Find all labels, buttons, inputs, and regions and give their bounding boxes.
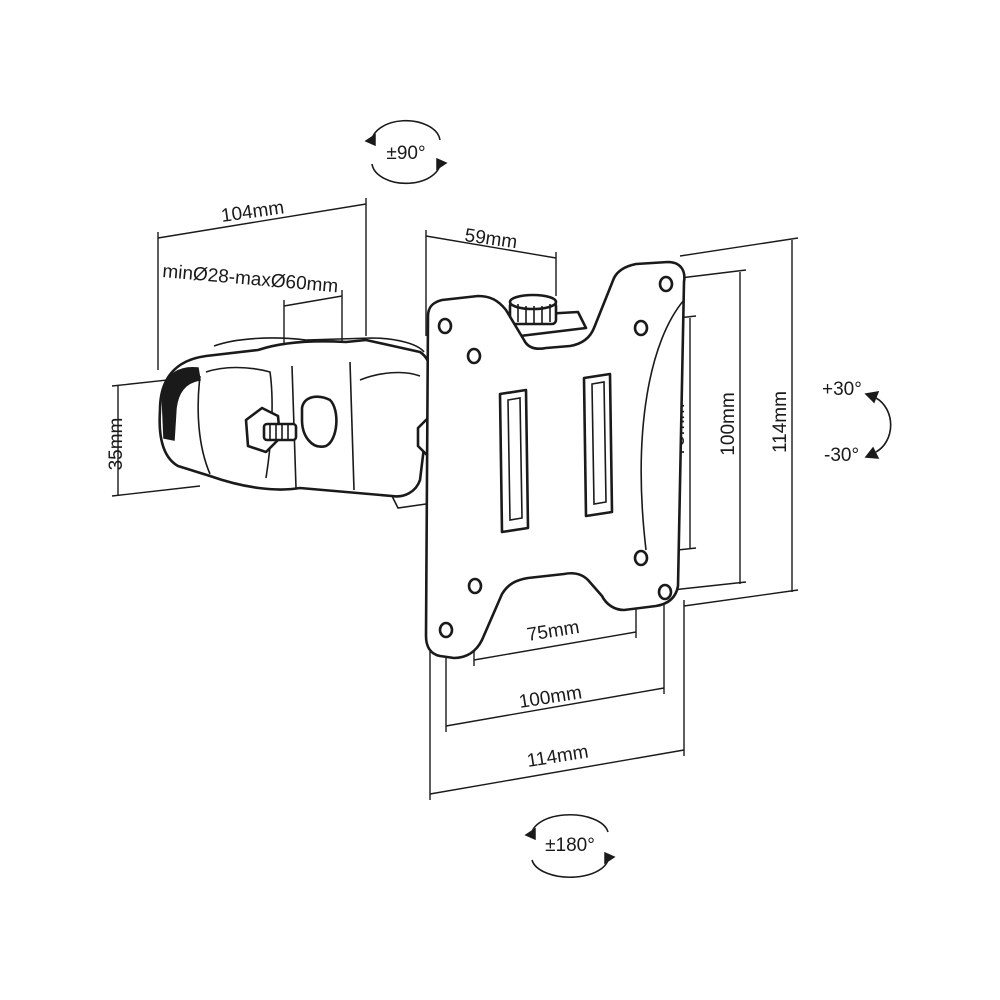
dimension-vesa-height-114: 114mm: [679, 237, 799, 607]
vesa-holes: [437, 275, 674, 639]
rotation-top-badge: ±90°: [364, 119, 448, 185]
clamp-range-label: minØ28-maxØ60mm: [162, 261, 339, 297]
pole-clamp: [158, 337, 464, 509]
vesa-height-100-label: 100mm: [718, 392, 739, 455]
arm-length-label: 104mm: [220, 197, 286, 227]
tilt-up-label: +30°: [822, 379, 862, 400]
tilt-badge: +30° -30°: [822, 379, 892, 466]
rotation-top-label: ±90°: [386, 143, 425, 164]
vesa-plate: [424, 260, 686, 660]
rotation-bottom-badge: ±180°: [524, 813, 616, 879]
vesa-height-114-label: 114mm: [770, 391, 791, 453]
tilt-down-label: -30°: [824, 445, 859, 466]
clamp-height-label: 35mm: [106, 418, 127, 471]
clamp-screw: [244, 406, 298, 454]
vesa-slots: [498, 372, 614, 534]
dimension-vesa-height-100: 100mm: [671, 269, 747, 591]
tilt-knob: [508, 293, 558, 326]
rotation-bottom-label: ±180°: [545, 835, 595, 856]
knob-offset-label: 59mm: [463, 225, 518, 253]
vesa-width-75-label: 75mm: [525, 617, 580, 646]
